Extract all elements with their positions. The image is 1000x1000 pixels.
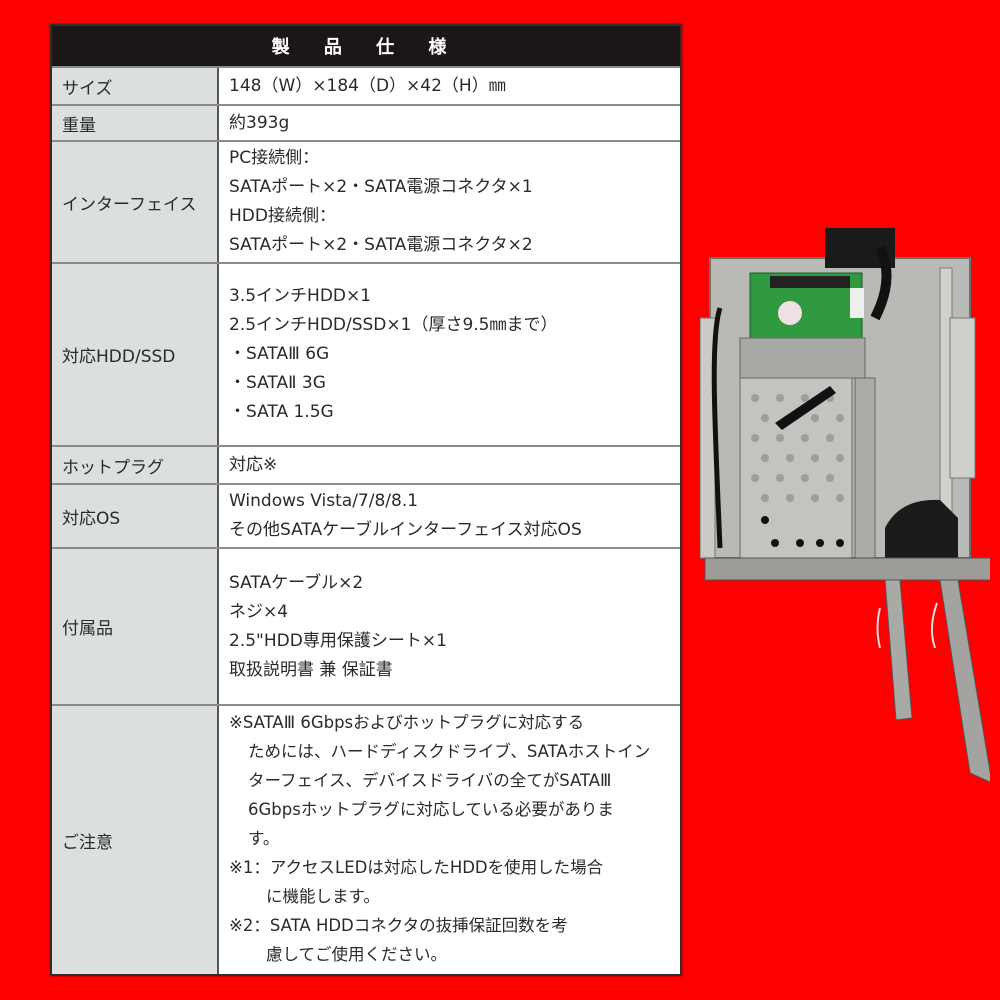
- note-line: ターフェイス、デバイスドライバの全てがSATAⅢ: [248, 771, 612, 790]
- spec-value-line: PC接続側：: [229, 148, 320, 168]
- note-line: に機能します。: [266, 887, 380, 906]
- spec-value-line: 148（W）×184（D）×42（H）㎜: [229, 75, 506, 96]
- note-line: ※2：SATA HDDコネクタの抜挿保証回数を考: [229, 916, 568, 935]
- spec-value-line: 2.5"HDD専用保護シート×1: [229, 630, 447, 651]
- spec-label: サイズ: [52, 68, 219, 104]
- spec-value: PC接続側： SATAポート×2・SATA電源コネクタ×1 HDD接続側： SA…: [219, 142, 680, 262]
- note-line: 6Gbpsホットプラグに対応している必要がありま: [248, 800, 614, 819]
- spec-value-line: SATAケーブル×2: [229, 572, 364, 593]
- spec-value-line: 取扱説明書 兼 保証書: [229, 659, 393, 680]
- spec-row-size: サイズ 148（W）×184（D）×42（H）㎜: [52, 66, 680, 104]
- spec-label: ホットプラグ: [52, 447, 219, 483]
- spec-row-accessories: 付属品 SATAケーブル×2 ネジ×4 2.5"HDD専用保護シート×1 取扱説…: [52, 547, 680, 704]
- spec-value-line: 3.5インチHDD×1: [229, 286, 372, 306]
- spec-value: 148（W）×184（D）×42（H）㎜: [219, 68, 680, 104]
- note-line: ※SATAⅢ 6Gbpsおよびホットプラグに対応する: [229, 713, 585, 732]
- note-line: ためには、ハードディスクドライブ、SATAホストイン: [248, 742, 651, 761]
- spec-value-line: HDD接続側：: [229, 206, 336, 226]
- spec-label: 対応HDD/SSD: [52, 264, 219, 445]
- spec-value-line: Windows Vista/7/8/8.1: [229, 491, 419, 511]
- product-image: [699, 228, 996, 788]
- note-line: 慮してご使用ください。: [266, 945, 448, 964]
- spec-value-line: SATAポート×2・SATA電源コネクタ×2: [229, 235, 533, 255]
- mobile-rack-illustration: [699, 228, 996, 784]
- spec-notes: ※SATAⅢ 6Gbpsおよびホットプラグに対応する ためには、ハードディスクド…: [219, 706, 680, 974]
- spec-label: ご注意: [52, 706, 219, 974]
- spec-row-notes: ご注意 ※SATAⅢ 6Gbpsおよびホットプラグに対応する ためには、ハードデ…: [52, 704, 680, 974]
- spec-value: 3.5インチHDD×1 2.5インチHDD/SSD×1（厚さ9.5㎜まで） ・S…: [219, 264, 680, 445]
- spec-value-line: その他SATAケーブルインターフェイス対応OS: [229, 520, 582, 540]
- spec-value-line: 2.5インチHDD/SSD×1（厚さ9.5㎜まで）: [229, 315, 558, 335]
- spec-value-line: ・SATAⅡ 3G: [229, 373, 326, 393]
- spec-row-supported-drives: 対応HDD/SSD 3.5インチHDD×1 2.5インチHDD/SSD×1（厚さ…: [52, 262, 680, 445]
- spec-value: 対応※: [219, 447, 680, 483]
- spec-table-title: 製 品 仕 様: [52, 26, 680, 66]
- spec-value: SATAケーブル×2 ネジ×4 2.5"HDD専用保護シート×1 取扱説明書 兼…: [219, 549, 680, 704]
- spec-label: 対応OS: [52, 485, 219, 547]
- spec-value-line: SATAポート×2・SATA電源コネクタ×1: [229, 177, 533, 197]
- spec-value: 約393g: [219, 106, 680, 140]
- spec-row-weight: 重量 約393g: [52, 104, 680, 140]
- spec-row-hotplug: ホットプラグ 対応※: [52, 445, 680, 483]
- spec-value-line: ネジ×4: [229, 601, 289, 622]
- spec-value-line: ・SATA 1.5G: [229, 402, 334, 422]
- spec-row-os: 対応OS Windows Vista/7/8/8.1 その他SATAケーブルイン…: [52, 483, 680, 547]
- spec-label: 付属品: [52, 549, 219, 704]
- spec-value-line: 対応※: [229, 454, 278, 475]
- spec-value: Windows Vista/7/8/8.1 その他SATAケーブルインターフェイ…: [219, 485, 680, 547]
- spec-row-interface: インターフェイス PC接続側： SATAポート×2・SATA電源コネクタ×1 H…: [52, 140, 680, 262]
- note-line: ※1：アクセスLEDは対応したHDDを使用した場合: [229, 858, 604, 877]
- note-line: す。: [248, 829, 280, 848]
- spec-table: 製 品 仕 様 サイズ 148（W）×184（D）×42（H）㎜ 重量 約393…: [50, 24, 682, 976]
- spec-label: 重量: [52, 106, 219, 140]
- spec-value-line: 約393g: [229, 112, 290, 133]
- spec-label: インターフェイス: [52, 142, 219, 262]
- spec-value-line: ・SATAⅢ 6G: [229, 344, 330, 364]
